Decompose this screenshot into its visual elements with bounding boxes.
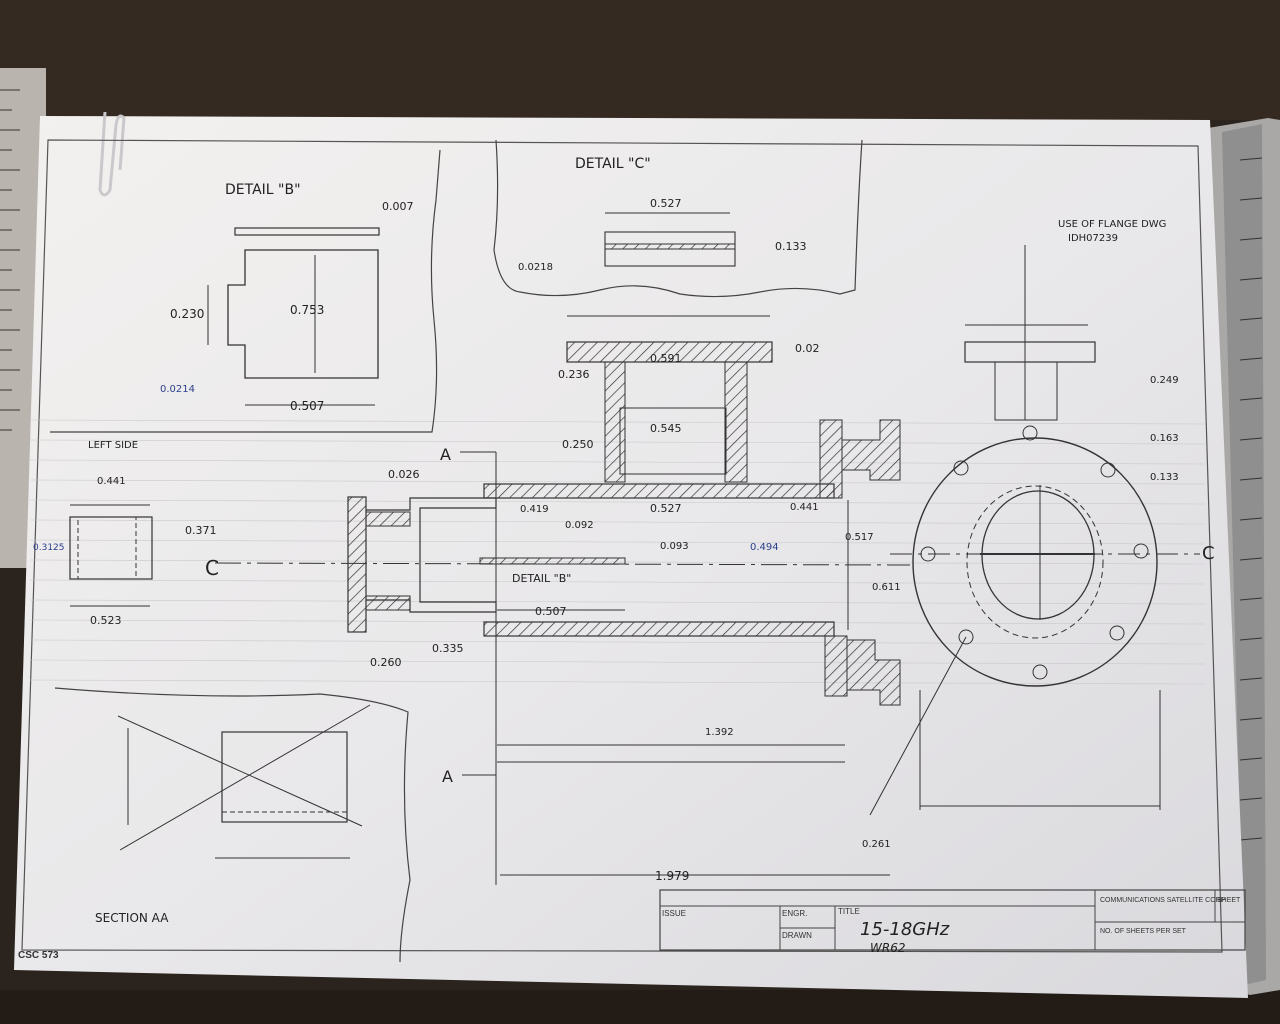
detail-b-callout: DETAIL "B" [512,572,571,585]
main-dim-0494: 0.494 [750,542,779,553]
flange-dim-002: 0.02 [795,342,820,355]
main-dim-0517: 0.517 [845,532,874,543]
main-dim-0093: 0.093 [660,541,689,552]
detail-b-dim-0507: 0.507 [290,399,324,413]
main-dim-1392: 1.392 [705,727,734,738]
title-label: TITLE [838,907,860,916]
detail-b-dim-0007: 0.007 [382,200,414,213]
detail-c-title: DETAIL "C" [575,156,651,172]
left-dim-03125: 0.3125 [33,543,65,553]
main-section-view: C A A DETAIL "B" 0.026 0.419 0.092 0.527… [205,419,911,885]
main-dim-0335: 0.335 [432,642,464,655]
detail-b-dim-0753: 0.753 [290,303,324,317]
issue-label: ISSUE [662,909,686,918]
main-dim-0026: 0.026 [388,468,420,481]
detail-b-view: DETAIL "B" 0.753 0.230 0.007 0.507 0.021… [50,149,441,451]
detail-c-dim-00218: 0.0218 [518,262,553,273]
title-block: ISSUE ENGR. DRAWN TITLE 15-18GHz WR62 CO… [18,889,1246,961]
detail-b-dim-0230: 0.230 [170,307,204,321]
end-dim-0163: 0.163 [1150,433,1179,444]
sheets-per-set-label: NO. OF SHEETS PER SET [1100,928,1187,935]
left-dim-0523: 0.523 [90,614,122,627]
centerline-right: C [1202,543,1215,564]
main-dim-0527: 0.527 [650,502,682,515]
section-aa-view: SECTION AA [54,687,411,963]
left-side-label: LEFT SIDE [88,440,138,451]
paper-clip [98,111,126,197]
right-ruler [1208,118,1280,995]
subtitle-value: WR62 [870,941,905,955]
sheet-label: SHEET [1217,897,1241,904]
main-dim-0441: 0.441 [790,502,819,513]
centerline-left: C [205,556,219,580]
main-dim-0092: 0.092 [565,520,594,531]
left-dim-0441: 0.441 [97,476,126,487]
flange-dim-0591: 0.591 [650,352,682,365]
form-number: CSC 573 [18,950,59,961]
flange-dim-0545: 0.545 [650,422,682,435]
note-line-1: USE OF FLANGE DWG [1058,219,1166,230]
main-dim-0260: 0.260 [370,656,402,669]
grid-lines [29,419,1206,685]
end-dim-0249: 0.249 [1150,375,1179,386]
company-name: COMMUNICATIONS SATELLITE CORP [1100,897,1226,904]
end-dim-0133: 0.133 [1150,472,1179,483]
detail-c-dim-0133: 0.133 [775,240,807,253]
drawn-label: DRAWN [782,931,812,940]
main-dim-0261: 0.261 [862,839,891,850]
main-dim-0507: 0.507 [535,605,567,618]
drawing-sheet [14,116,1248,998]
main-dim-1979: 1.979 [655,869,689,883]
flange-dim-0236: 0.236 [558,368,590,381]
section-aa-label: SECTION AA [95,911,169,925]
section-marker-top: A [440,445,451,464]
main-dim-0419: 0.419 [520,504,549,515]
flange-dim-0250: 0.250 [562,438,594,451]
end-view: C 0.249 0.163 0.133 [869,245,1215,816]
flange-note: USE OF FLANGE DWG IDH07239 [1058,219,1166,244]
section-marker-bottom: A [442,767,453,786]
detail-c-dim-0527: 0.527 [650,197,682,210]
title-value: 15-18GHz [860,919,950,940]
main-dim-0611: 0.611 [872,582,901,593]
left-side-view: 0.441 0.371 0.523 0.3125 [33,476,217,627]
engr-label: ENGR. [782,909,807,918]
note-line-2: IDH07239 [1068,233,1118,244]
upper-flange-view: 0.591 0.545 0.236 0.250 0.02 [558,315,820,483]
left-dim-0371: 0.371 [185,524,217,537]
detail-b-title: DETAIL "B" [225,182,301,198]
detail-b-dim-00214: 0.0214 [160,384,195,395]
detail-c-view: DETAIL "C" 0.527 0.133 0.0218 [493,139,863,298]
